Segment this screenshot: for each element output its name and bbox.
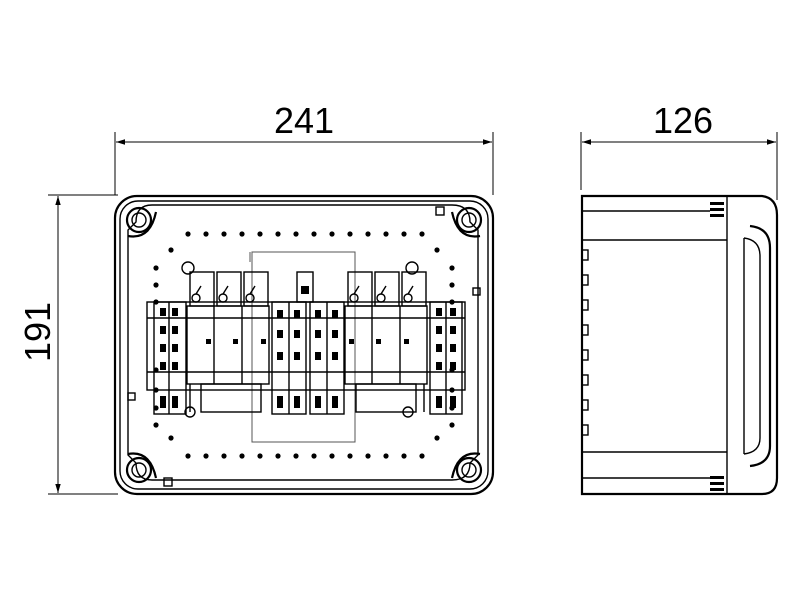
corner-screw-bottom-right — [450, 452, 483, 484]
corner-screw-bottom-left — [125, 452, 173, 487]
height-label: 191 — [17, 302, 58, 362]
switch-modules-right — [344, 271, 428, 413]
height-dimension: 191 — [17, 194, 118, 495]
notch-left — [127, 392, 136, 401]
terminal-block-right — [429, 301, 463, 415]
notch-right — [472, 287, 481, 296]
terminal-block-left — [153, 301, 187, 415]
side-view — [580, 194, 779, 496]
terminal-block-center — [271, 271, 345, 415]
front-view — [113, 194, 495, 496]
width-dimension: 241 — [114, 100, 494, 195]
corner-screw-top-left — [125, 206, 158, 238]
depth-label: 126 — [653, 100, 713, 141]
corner-screw-top-right — [435, 206, 483, 238]
width-label: 241 — [274, 100, 334, 141]
mounting-holes — [153, 231, 455, 459]
switch-modules-left — [186, 271, 270, 413]
depth-dimension: 126 — [580, 100, 778, 200]
